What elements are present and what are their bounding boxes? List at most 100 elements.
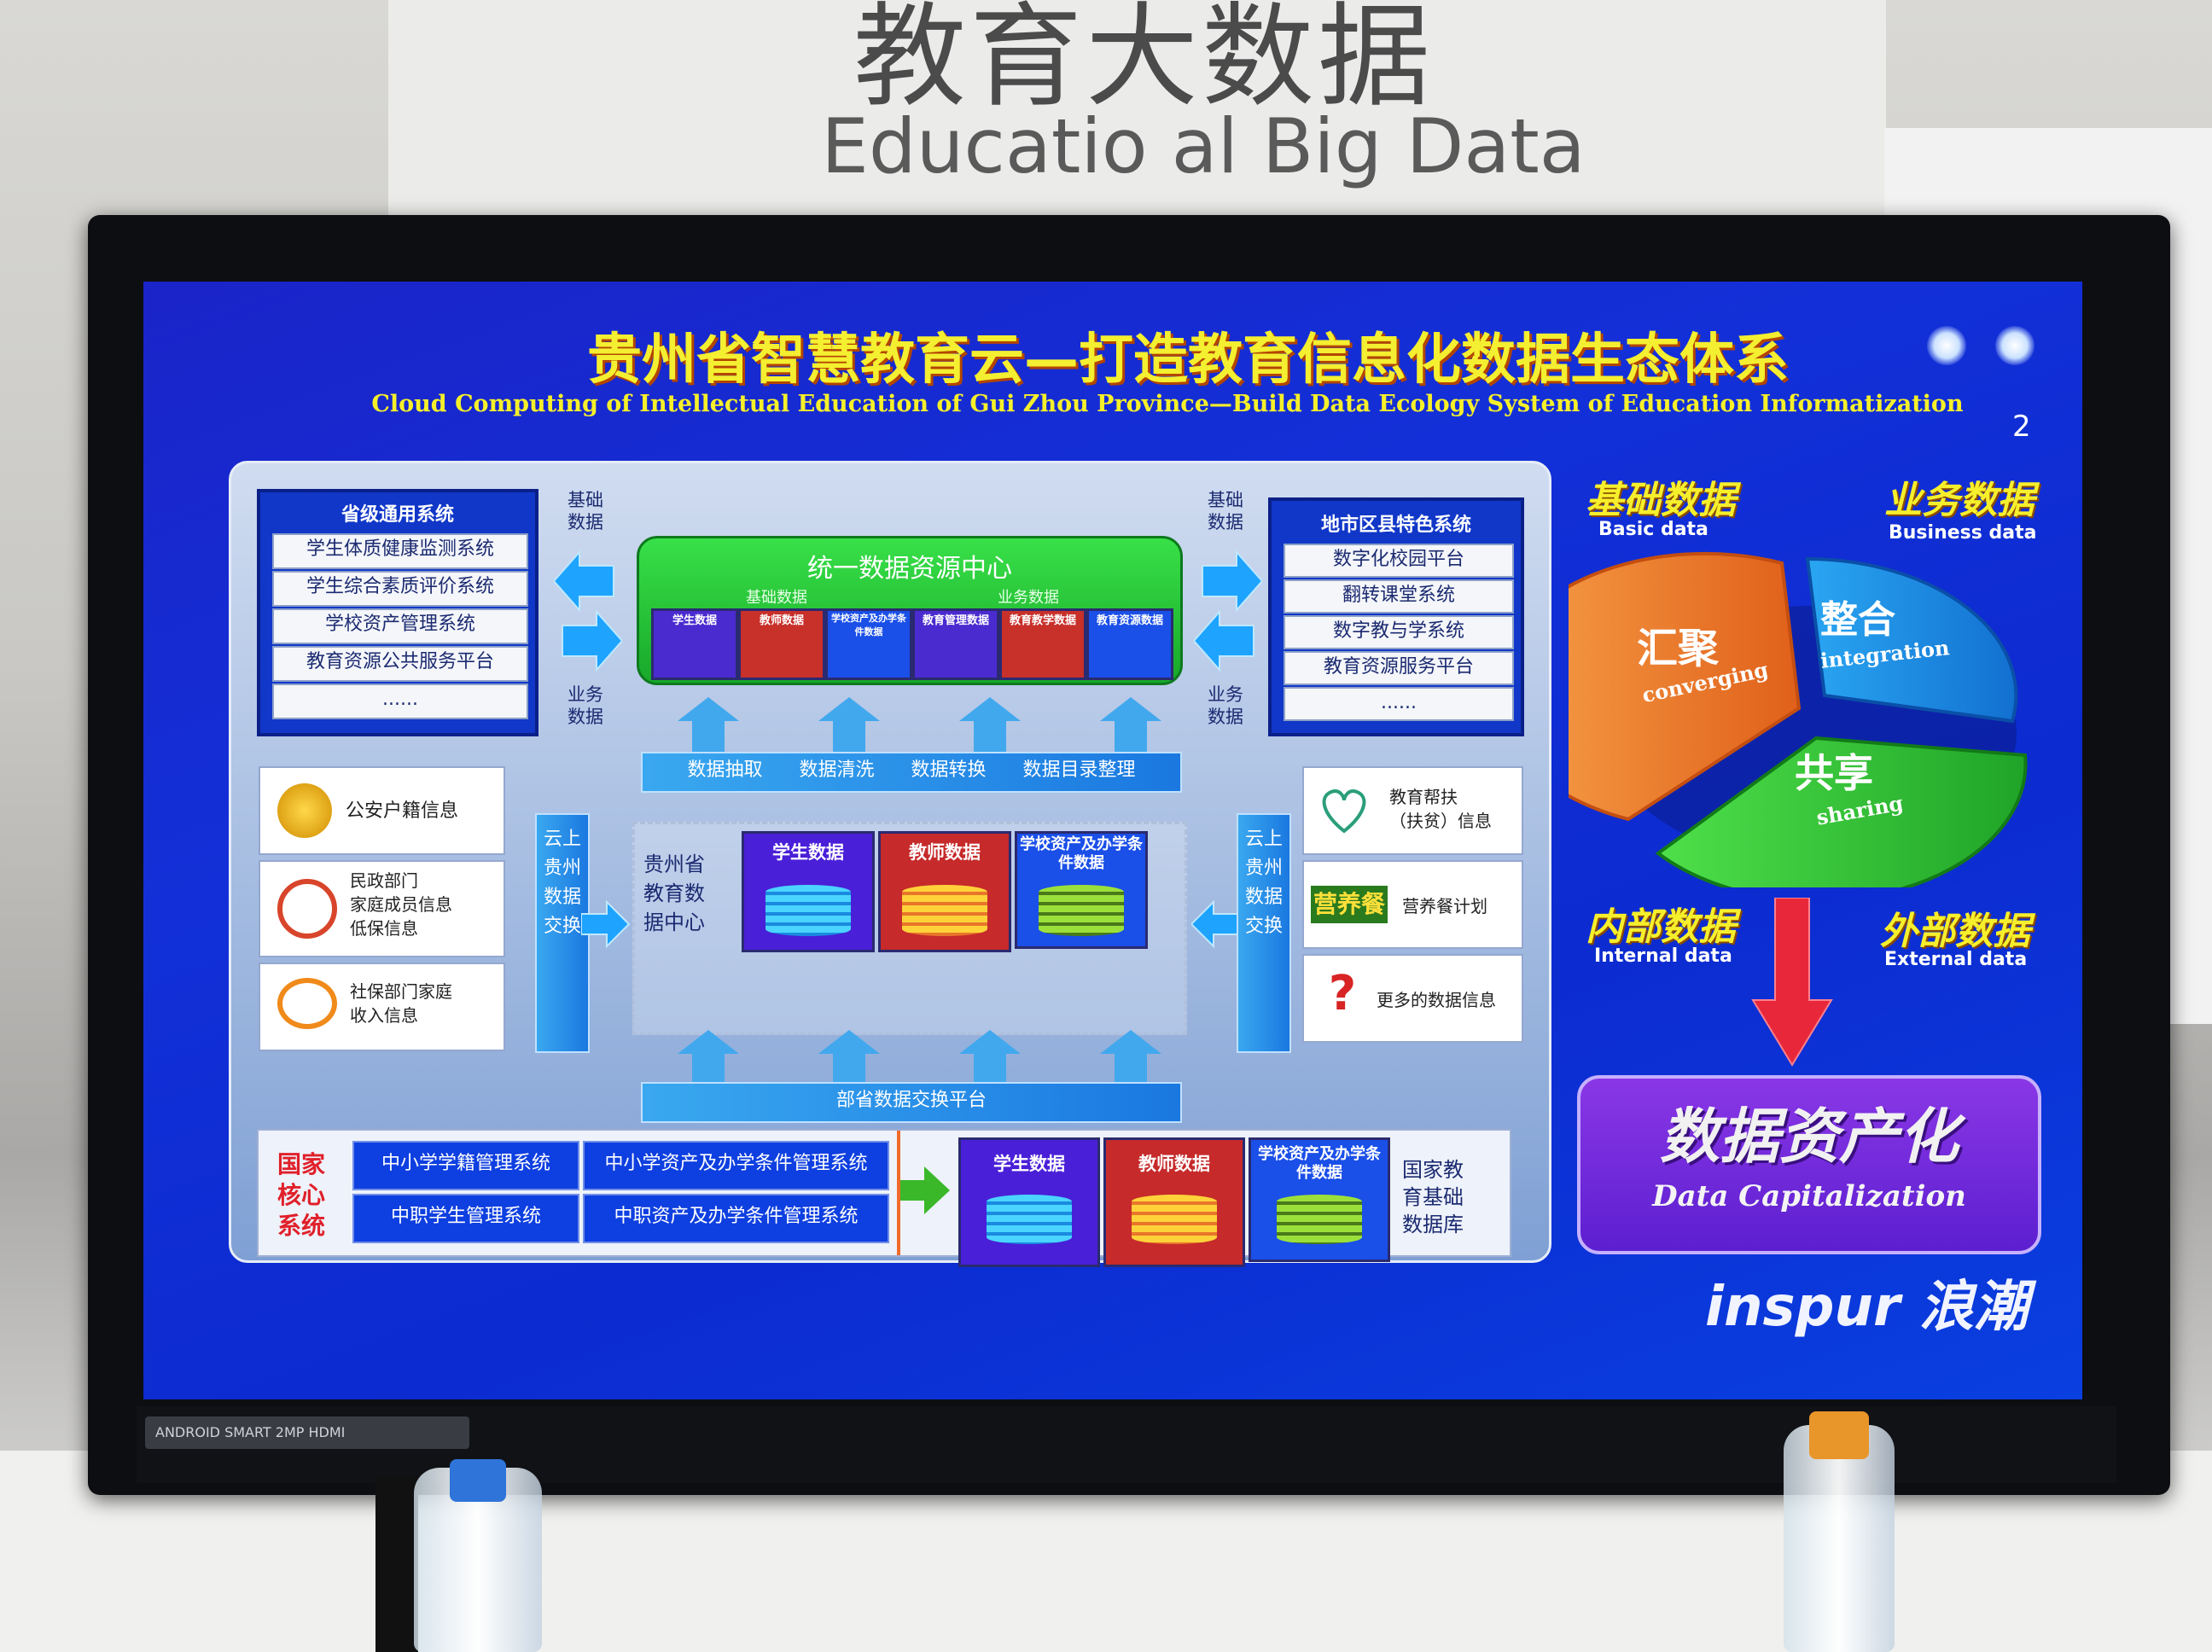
city-system-item: 翻转课堂系统: [1284, 579, 1514, 614]
pie-slice-sharing: [1655, 736, 2028, 887]
pie-slice-converging: [1569, 551, 1802, 822]
source-label: 社保部门家庭 收入信息: [350, 981, 452, 1026]
process-step: 数据转换: [911, 759, 987, 781]
module-label: 教育管理数据: [922, 614, 989, 627]
divider: [897, 1131, 900, 1255]
arrow-left-icon: [1191, 899, 1240, 949]
module-label: 教育资源数据: [1096, 614, 1163, 627]
database-cylinder-icon: [987, 1195, 1072, 1244]
water-bottle: [414, 1459, 542, 1652]
water-bottle: [1784, 1411, 1895, 1652]
internal-data-cn: 内部数据: [1586, 905, 1736, 949]
city-system-item: 数字化校园平台: [1284, 544, 1514, 578]
source-civil-affairs: 民政部门 家庭成员信息 低保信息: [259, 860, 505, 957]
basic-data-sublabel: 基础数据: [746, 589, 807, 607]
module-label: 教育教学数据: [1009, 614, 1076, 627]
province-card-student: 学生数据: [742, 831, 875, 952]
card-label: 学生数据: [772, 842, 844, 863]
basic-data-label-right: 基础 数据: [1208, 490, 1243, 532]
backdrop-title-cn: 教育大数据: [853, 0, 1434, 123]
sharing-cn: 共享: [1795, 750, 1873, 796]
external-data-cn: 外部数据: [1880, 910, 2030, 953]
charity-logo-icon: [1314, 780, 1374, 840]
light-reflection: [1927, 326, 1966, 365]
database-cylinder-icon: [765, 885, 851, 936]
up-arrow: [678, 1030, 739, 1086]
center-module-management: 教育管理数据: [912, 608, 999, 680]
architecture-diagram: 省级通用系统 学生体质健康监测系统 学生综合素质评价系统 学校资产管理系统 教育…: [229, 461, 1551, 1267]
card-label: 学校资产及办学条件数据: [1020, 835, 1143, 872]
source-label: 公安户籍信息: [346, 800, 459, 822]
source-label: 更多的数据信息: [1377, 990, 1496, 1010]
center-module-resources: 教育资源数据: [1086, 608, 1173, 680]
up-arrow: [818, 1030, 880, 1086]
city-system-item: 教育资源服务平台: [1284, 651, 1514, 685]
business-data-label-left: 业务 数据: [568, 684, 603, 727]
source-label: 教育帮扶 （扶贫）信息: [1389, 787, 1492, 831]
database-cylinder-icon: [902, 885, 987, 936]
cloud-exchange-left: 云上 贵州 数据 交换: [535, 813, 590, 1053]
city-system-item: ......: [1284, 687, 1514, 721]
internal-data-en: Internal data: [1594, 945, 1732, 967]
slide-subtitle: Cloud Computing of Intellectual Educatio…: [371, 391, 1964, 417]
provincial-system-item: 学生综合素质评价系统: [272, 571, 528, 607]
down-arrow-icon: [1751, 898, 1833, 1067]
center-module-teaching: 教育教学数据: [999, 608, 1086, 680]
backdrop-title-en: Educatio al Big Data: [821, 102, 1586, 190]
arrow-right-icon: [581, 899, 631, 949]
monitor-stand: [375, 1476, 418, 1652]
up-arrow: [1100, 1030, 1161, 1086]
bottle-cap: [1809, 1411, 1869, 1459]
provincial-systems-title: 省级通用系统: [341, 504, 454, 526]
provincial-system-item: 教育资源公共服务平台: [272, 646, 528, 682]
business-data-label-right: 业务 数据: [1208, 684, 1243, 727]
data-capitalization-box: 数据资产化 Data Capitalization: [1577, 1075, 2041, 1254]
light-reflection: [1995, 326, 2034, 365]
up-arrow: [959, 1030, 1021, 1086]
center-module-assets: 学校资产及办学条件数据: [825, 608, 912, 680]
business-data-cn: 业务数据: [1884, 479, 2034, 522]
province-card-teacher: 教师数据: [878, 831, 1011, 952]
basic-data-en: Basic data: [1598, 519, 1708, 540]
source-poverty-aid: 教育帮扶 （扶贫）信息: [1302, 766, 1523, 855]
provincial-systems-box: 省级通用系统 学生体质健康监测系统 学生综合素质评价系统 学校资产管理系统 教育…: [257, 489, 538, 736]
module-label: 学校资产及办学条件数据: [831, 613, 906, 637]
bottle-cap: [450, 1459, 506, 1502]
city-systems-title: 地市区县特色系统: [1320, 515, 1471, 536]
unified-data-center: 统一数据资源中心 基础数据 业务数据 学生数据 教师数据 学校资产及办学条件数据…: [637, 536, 1183, 685]
card-label: 教师数据: [909, 842, 981, 863]
national-core-label: 国家 核心 系统: [276, 1150, 325, 1240]
inspur-logo: inspur 浪潮: [1705, 1276, 2029, 1339]
national-card-teacher: 教师数据: [1103, 1137, 1245, 1267]
module-label: 教师数据: [759, 614, 804, 627]
data-capitalization-cn: 数据资产化: [1660, 1102, 1959, 1172]
national-core-systems: 国家 核心 系统 中小学学籍管理系统 中小学资产及办学条件管理系统 中职学生管理…: [257, 1129, 1511, 1267]
provincial-system-item: ......: [272, 683, 528, 719]
provincial-system-item: 学生体质健康监测系统: [272, 533, 528, 569]
page-number: 2: [2012, 410, 2031, 444]
data-capitalization-en: Data Capitalization: [1652, 1179, 1966, 1213]
database-cylinder-icon: [1132, 1195, 1217, 1244]
national-system-item: 中小学资产及办学条件管理系统: [583, 1141, 889, 1190]
process-step: 数据目录整理: [1022, 759, 1136, 781]
converging-cn: 汇聚: [1637, 625, 1720, 672]
business-data-en: Business data: [1889, 522, 2037, 544]
source-label: 民政部门 家庭成员信息 低保信息: [350, 870, 452, 939]
bidirectional-arrows-right: [1194, 550, 1262, 672]
green-arrow-icon: [900, 1166, 950, 1214]
card-label: 学校资产及办学条件数据: [1258, 1145, 1381, 1182]
module-label: 学生数据: [672, 614, 717, 627]
pie-slice-integration: [1805, 556, 2018, 724]
integration-cn: 整合: [1820, 598, 1895, 642]
source-police: 公安户籍信息: [259, 766, 505, 855]
card-label: 教师数据: [1138, 1154, 1210, 1174]
database-cylinder-icon: [1277, 1195, 1362, 1244]
source-label: 营养餐计划: [1402, 896, 1487, 916]
monitor-label-strip: ANDROID SMART 2MP HDMI: [145, 1416, 469, 1449]
process-step: 数据清洗: [799, 759, 875, 781]
basic-data-label-left: 基础 数据: [568, 490, 603, 532]
database-cylinder-icon: [1039, 885, 1124, 936]
national-card-student: 学生数据: [958, 1137, 1100, 1267]
province-card-assets: 学校资产及办学条件数据: [1015, 831, 1148, 949]
nutrition-badge: 营养餐: [1311, 886, 1388, 923]
